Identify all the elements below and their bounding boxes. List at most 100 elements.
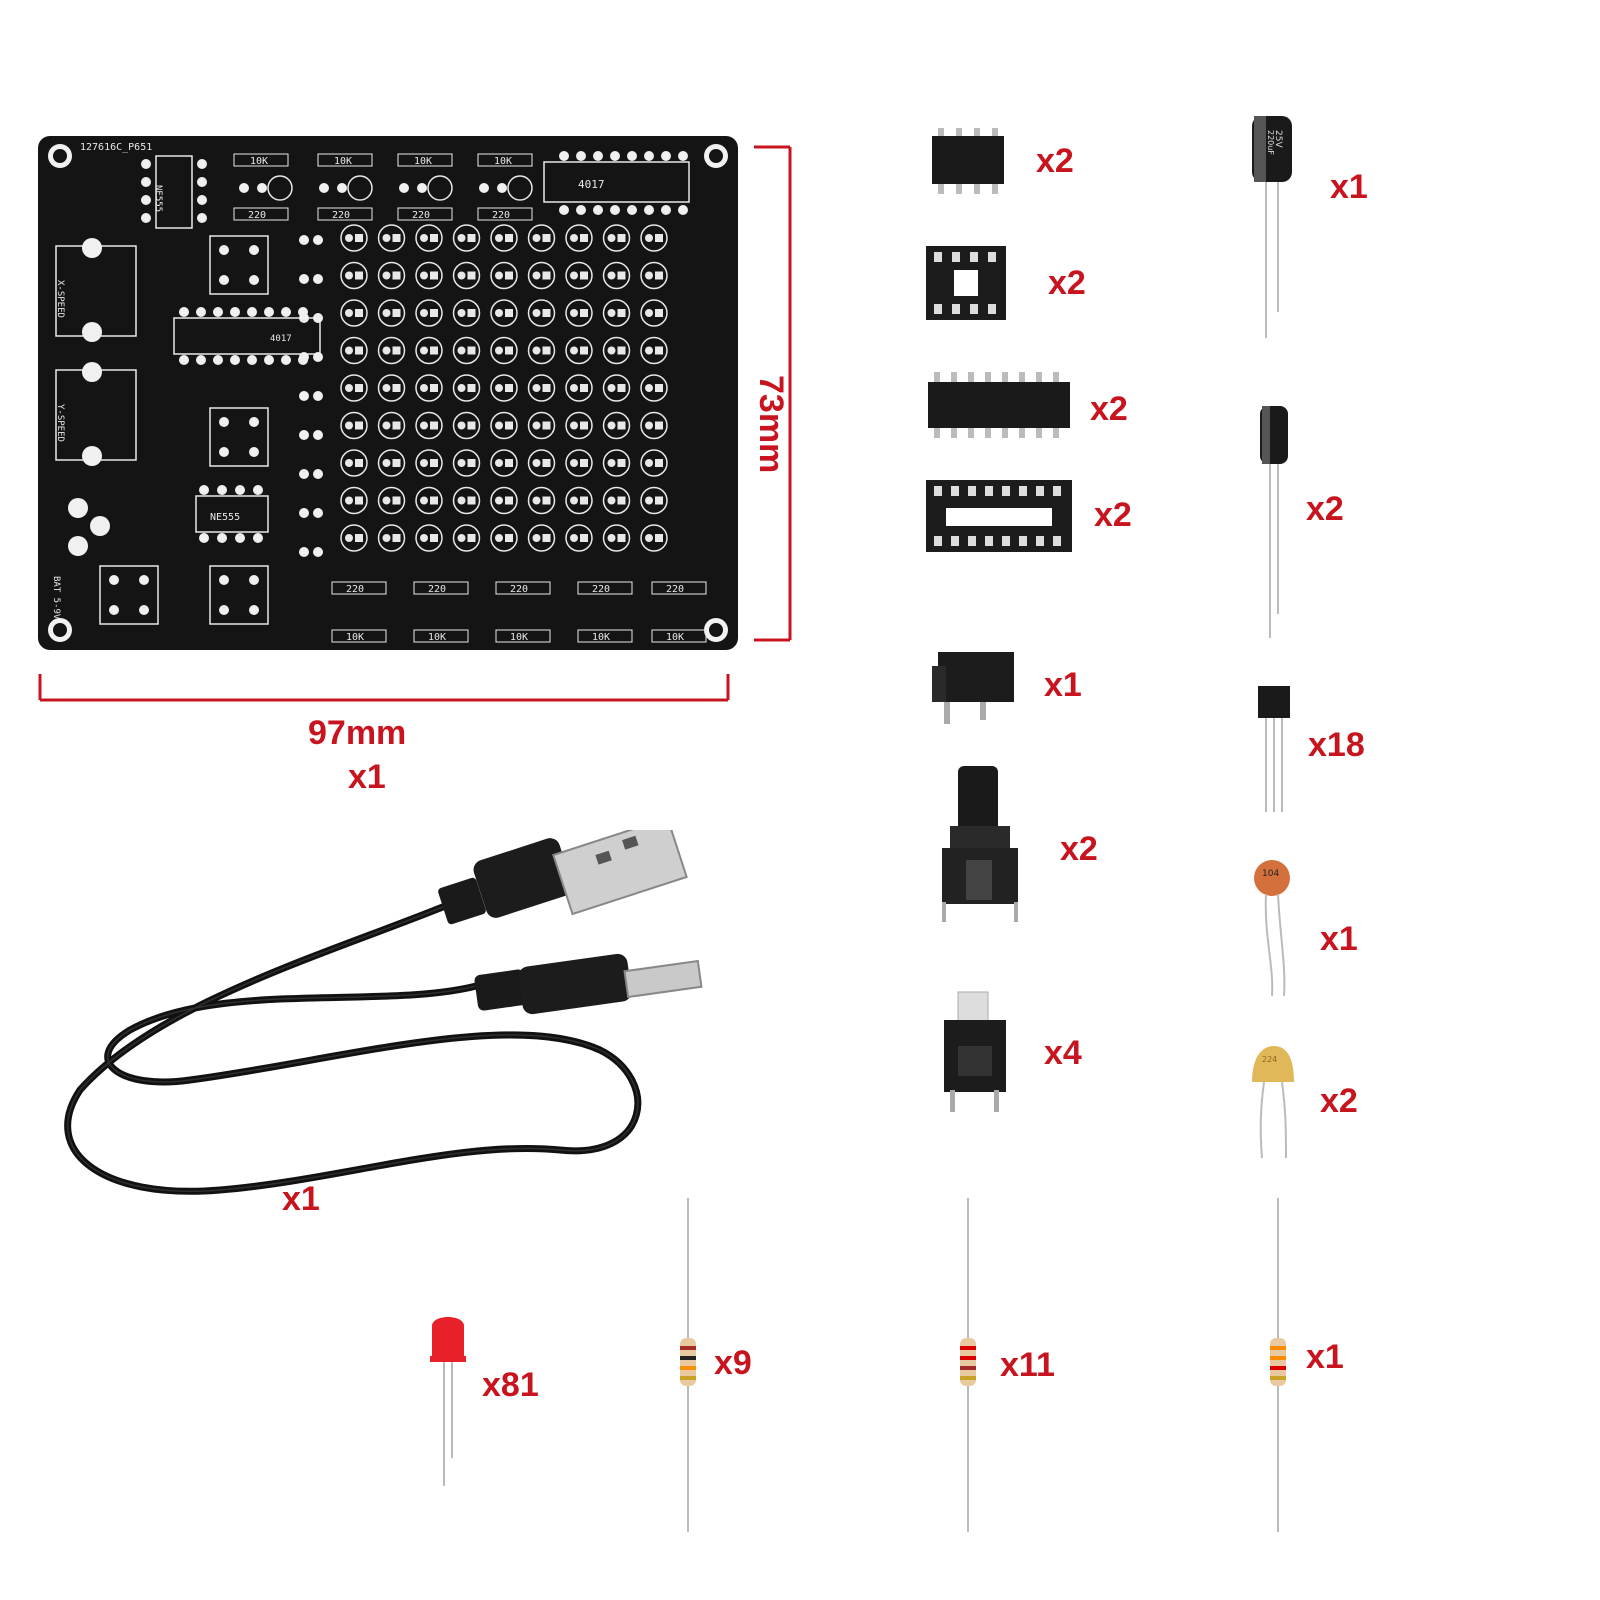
svg-text:220: 220 — [428, 584, 446, 595]
led-footprint — [602, 411, 631, 440]
width-label: 97mm — [308, 714, 407, 752]
solder-pad — [479, 183, 489, 193]
dc-barrel-plug — [474, 953, 703, 1015]
solder-pad — [661, 205, 671, 215]
svg-text:10K: 10K — [428, 632, 446, 643]
svg-text:10K: 10K — [494, 156, 512, 167]
led-footprint — [490, 449, 518, 477]
led-footprint — [452, 224, 481, 252]
solder-pad — [219, 275, 229, 285]
socket-8pin-icon — [926, 246, 1006, 320]
board-id-text: 127616C_P651 — [80, 142, 152, 153]
cable-quantity: x1 — [282, 1180, 320, 1218]
led-footprint — [377, 224, 406, 252]
solder-pad — [199, 533, 209, 543]
solder-pad — [249, 447, 259, 457]
led-footprint — [527, 374, 556, 402]
solder-pad — [213, 307, 223, 317]
solder-pad — [593, 205, 603, 215]
led-footprint — [640, 411, 668, 440]
solder-pad — [253, 533, 263, 543]
solder-pad — [281, 355, 291, 365]
solder-pad — [299, 352, 309, 362]
pcb-quantity: x1 — [348, 758, 386, 796]
led-footprint — [640, 261, 668, 290]
solder-pad — [281, 307, 291, 317]
led-footprint — [527, 524, 556, 552]
led-footprint — [377, 261, 406, 290]
socket-8pin-quantity: x2 — [1048, 264, 1086, 302]
ic-16pin-icon — [928, 372, 1070, 438]
led-footprint — [602, 261, 631, 290]
led-footprint — [415, 299, 443, 327]
led-footprint — [527, 486, 556, 515]
solder-pad — [179, 307, 189, 317]
led-footprint — [340, 299, 368, 327]
led-footprint — [377, 299, 406, 327]
led-footprint — [565, 374, 593, 402]
led-footprint — [640, 524, 668, 552]
solder-pad — [610, 151, 620, 161]
socket-16pin-icon — [926, 480, 1072, 552]
electrolytic-cap-220uf-icon: 25V 220uF — [1252, 116, 1292, 338]
led-footprint — [490, 299, 518, 327]
solder-pad — [82, 362, 102, 382]
led-footprint — [640, 486, 668, 515]
svg-text:10K: 10K — [334, 156, 352, 167]
led-footprint — [415, 261, 443, 290]
led-footprint — [565, 261, 593, 290]
led-footprint — [377, 449, 406, 477]
solder-pad — [264, 307, 274, 317]
led-footprint — [602, 449, 631, 477]
transistor-icon — [1258, 686, 1290, 812]
led-footprint — [527, 299, 556, 327]
led-footprint — [415, 411, 443, 440]
solder-pad — [644, 151, 654, 161]
y-speed-label: Y-SPEED — [55, 404, 65, 442]
led-footprint — [452, 486, 481, 515]
solder-pad — [217, 485, 227, 495]
solder-pad — [497, 183, 507, 193]
led-footprint — [527, 261, 556, 290]
solder-pad — [559, 205, 569, 215]
solder-pad — [196, 307, 206, 317]
ceramic-104-quantity: x1 — [1320, 920, 1358, 958]
solder-pad — [661, 151, 671, 161]
led-footprint — [602, 336, 631, 365]
svg-text:220: 220 — [248, 210, 266, 221]
push-switch-quantity: x4 — [1044, 1034, 1082, 1072]
led-footprint — [377, 336, 406, 365]
led-footprint — [340, 411, 368, 440]
red-led-quantity: x81 — [482, 1366, 539, 1404]
led-footprint — [415, 224, 443, 252]
small-cap-quantity: x2 — [1306, 490, 1344, 528]
led-footprint — [565, 299, 593, 327]
ic-label-ne555-top: NE555 — [153, 185, 163, 212]
led-footprint — [640, 224, 668, 252]
solder-pad — [196, 355, 206, 365]
solder-pad — [313, 547, 323, 557]
svg-text:220: 220 — [510, 584, 528, 595]
solder-pad — [213, 355, 223, 365]
led-footprint — [527, 336, 556, 365]
ceramic-cap-104-icon: 104 — [1254, 860, 1290, 997]
led-footprint — [490, 524, 518, 552]
led-footprint — [452, 336, 481, 365]
led-footprint — [565, 449, 593, 477]
led-footprint — [340, 261, 368, 290]
potentiometer-quantity: x2 — [1060, 830, 1098, 868]
solder-pad — [313, 352, 323, 362]
led-footprint — [377, 374, 406, 402]
solder-pad — [249, 417, 259, 427]
solder-pad — [559, 151, 569, 161]
led-footprint — [640, 374, 668, 402]
led-footprint — [415, 449, 443, 477]
led-footprint — [602, 486, 631, 515]
dc-jack-quantity: x1 — [1044, 666, 1082, 704]
solder-pad — [235, 485, 245, 495]
svg-text:10K: 10K — [346, 632, 364, 643]
solder-pad — [199, 485, 209, 495]
led-footprint — [377, 411, 406, 440]
led-footprint — [340, 336, 368, 365]
solder-pad — [139, 575, 149, 585]
